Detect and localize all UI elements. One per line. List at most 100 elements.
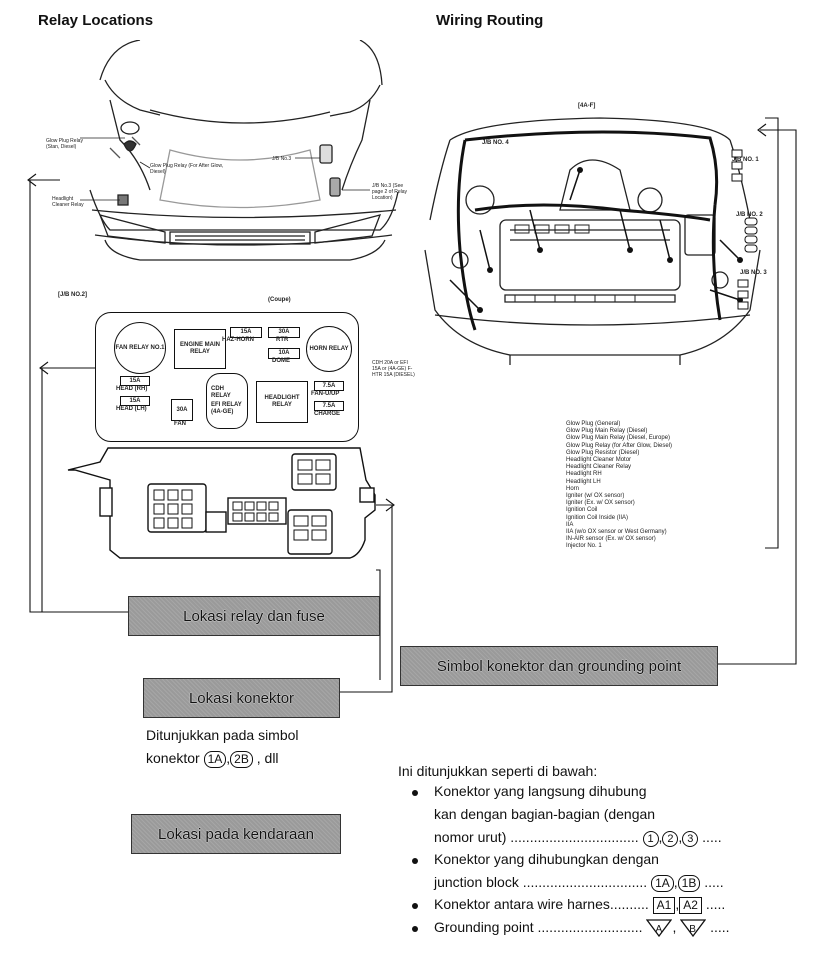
callout-jb3-see: J/B No.3 (See page 2 of Relay Location) (372, 183, 408, 201)
item2-line2-text: junction block .........................… (434, 874, 648, 890)
connector-legend-item: Glow Plug Main Relay (Diesel) (566, 428, 648, 435)
engine-code: [4A-F] (578, 103, 596, 109)
fuse-dome: 10A (268, 348, 300, 359)
jb2-side-note: CDH 20A or EFI 15A or (4A-GE) F-HTR 15A … (372, 360, 415, 378)
item2-line2: junction block .........................… (434, 874, 724, 892)
connector-legend-item: Glow Plug Main Relay (Diesel, Europe) (566, 435, 671, 442)
efi-relay: EFI RELAY (4A-GE) (211, 402, 242, 415)
bullet-2 (412, 858, 418, 864)
horn-relay: HORN RELAY (306, 326, 352, 372)
callout-glow-plug-relay-after: Glow Plug Relay (For After Glow, Diesel) (150, 163, 224, 175)
bullet-1 (412, 790, 418, 796)
item1-sym-3: 3 (682, 831, 699, 847)
connector-symbol-2b: 2B (230, 751, 253, 768)
grounding-triangle-a-icon (646, 919, 673, 938)
connector-note: Ditunjukkan pada simbol konektor 1A,2B ,… (146, 724, 299, 770)
explanation-item-4: Grounding point ........................… (434, 916, 730, 939)
item3-dots: ..... (705, 896, 726, 912)
fuse-rtr: 30A (268, 327, 300, 338)
label-lokasi-konektor: Lokasi konektor (143, 678, 340, 718)
fan-fuse-value: 30A (176, 406, 188, 413)
label-lokasi-relay-fuse: Lokasi relay dan fuse (128, 596, 380, 636)
bullet-4 (412, 926, 418, 932)
grounding-symbol-b-text: B (689, 924, 696, 936)
wiring-jb2: J/B NO. 2 (736, 212, 763, 218)
engine-main-relay-label: ENGINE MAIN RELAY (179, 342, 220, 355)
fuse-dome-value: 10A (278, 350, 290, 356)
explanation-item-2: Konektor yang dihubungkan dengan junctio… (434, 848, 724, 894)
item4-dots: ..... (710, 919, 730, 935)
fan-relay-label: FAN RELAY NO.1 (115, 344, 165, 351)
item3-sym-a1: A1 (652, 897, 676, 914)
wiring-jb1: J/B NO. 1 (732, 157, 759, 163)
relay-locations-heading: Relay Locations (38, 12, 154, 29)
connector-legend-item: Glow Plug Relay (for After Glow, Diesel) (566, 442, 673, 449)
fan-fuse: 30A (171, 399, 193, 421)
label-simbol-konektor-text: Simbol konektor dan grounding point (436, 657, 682, 675)
connector-legend-item: Ignition Coil Inside (IIA) (566, 514, 629, 521)
fuse-head-rh-value: 15A (129, 377, 141, 384)
explanation-intro: Ini ditunjukkan seperti di bawah: (398, 763, 598, 779)
fuse-hazhorn-value: 15A (240, 329, 252, 335)
grounding-symbol-b: B (680, 919, 707, 938)
label-lokasi-relay-fuse-text: Lokasi relay dan fuse (183, 607, 325, 625)
headlight-relay-label: HEADLIGHT RELAY (264, 395, 300, 408)
connector-legend-item: Ignition Coil (566, 507, 598, 514)
item1-sym-1: 1 (642, 831, 659, 847)
item1-line1: Konektor yang langsung dihubung (434, 783, 647, 799)
label-lokasi-konektor-text: Lokasi konektor (188, 689, 295, 707)
label-lokasi-kendaraan-text: Lokasi pada kendaraan (158, 825, 314, 843)
connector-note-line1: Ditunjukkan pada simbol (146, 727, 299, 743)
item1-line3-text: nomor urut) ............................… (434, 829, 639, 845)
cdh-efi-relay-socket: CDH RELAY EFI RELAY (4A-GE) (206, 373, 248, 429)
callout-headlight-cleaner-relay: Headlight Cleaner Relay (52, 196, 84, 208)
fan-relay-no1: FAN RELAY NO.1 (114, 322, 166, 374)
connector-legend-item: Headlight Cleaner Motor (566, 457, 632, 464)
connector-legend-item: Headlight Cleaner Relay (566, 464, 632, 471)
item1-sym-2: 2 (662, 831, 679, 847)
headlight-relay: HEADLIGHT RELAY (256, 381, 308, 423)
bullet-3 (412, 903, 418, 909)
wiring-routing-diagram (424, 117, 761, 365)
jb2-fuse-box: FAN RELAY NO.1 ENGINE MAIN RELAY 15A HAZ… (95, 312, 359, 442)
explanation-item-1: Konektor yang langsung dihubung kan deng… (434, 780, 722, 849)
item1-dots: ..... (702, 829, 722, 845)
item2-sym-1a: 1A (651, 875, 674, 892)
wiring-jb4: J/B NO. 4 (482, 140, 509, 146)
connector-legend-item: IIA (w/o OX sensor or West Germany) (566, 529, 667, 536)
fuse-rtr-value: 30A (278, 329, 290, 335)
callout-glow-plug-relay: Glow Plug Relay (Stan, Diesel) (46, 138, 83, 150)
connector-legend-item: Glow Plug Resistor (Diesel) (566, 449, 640, 456)
grounding-symbol-a-text: A (655, 924, 663, 936)
cdh-relay: CDH RELAY (211, 386, 231, 399)
jb2-connector-block (67, 447, 376, 559)
item1-line2: kan dengan bagian-bagian (dengan (434, 806, 656, 822)
grounding-symbol-a: A (646, 919, 673, 938)
connector-legend-item: IN-AIR sensor (Ex. w/ OX sensor) (566, 536, 656, 543)
horn-relay-label: HORN RELAY (309, 345, 349, 352)
connector-legend-item: Igniter (w/ OX sensor) (566, 493, 625, 500)
fuse-head-lh-value: 15A (129, 397, 141, 404)
fuse-charge: 7.5A (314, 401, 344, 411)
label-simbol-konektor: Simbol konektor dan grounding point (400, 646, 718, 686)
item2-dots: ..... (704, 874, 724, 890)
fuse-head-lh: 15A (120, 396, 150, 406)
connector-legend-item: Igniter (Ex. w/ OX sensor) (566, 500, 635, 507)
wiring-routing-heading: Wiring Routing (436, 12, 544, 29)
label-lokasi-kendaraan: Lokasi pada kendaraan (131, 814, 341, 854)
connector-legend-item: Headlight LH (566, 478, 601, 485)
connector-note-suffix: , dll (256, 750, 279, 766)
connector-note-prefix: konektor (146, 750, 200, 766)
grounding-triangle-b-icon (680, 919, 707, 938)
wiring-jb3: J/B NO. 3 (740, 270, 767, 276)
engine-main-relay: ENGINE MAIN RELAY (174, 329, 226, 369)
fuse-hazhorn: 15A (230, 327, 262, 338)
connector-legend-item: Injector No. 1 (566, 543, 602, 550)
connector-legend-item: Glow Plug (General) (566, 421, 621, 427)
connector-note-line2: konektor 1A,2B , dll (146, 750, 279, 768)
jb2-title: [J/B NO.2] (58, 292, 88, 298)
label-hazhorn: HAZ-HORN (222, 337, 254, 343)
connector-legend-item: IIA (566, 521, 574, 528)
label-charge: CHARGE (314, 411, 341, 417)
label-dome: DOME (272, 358, 290, 364)
